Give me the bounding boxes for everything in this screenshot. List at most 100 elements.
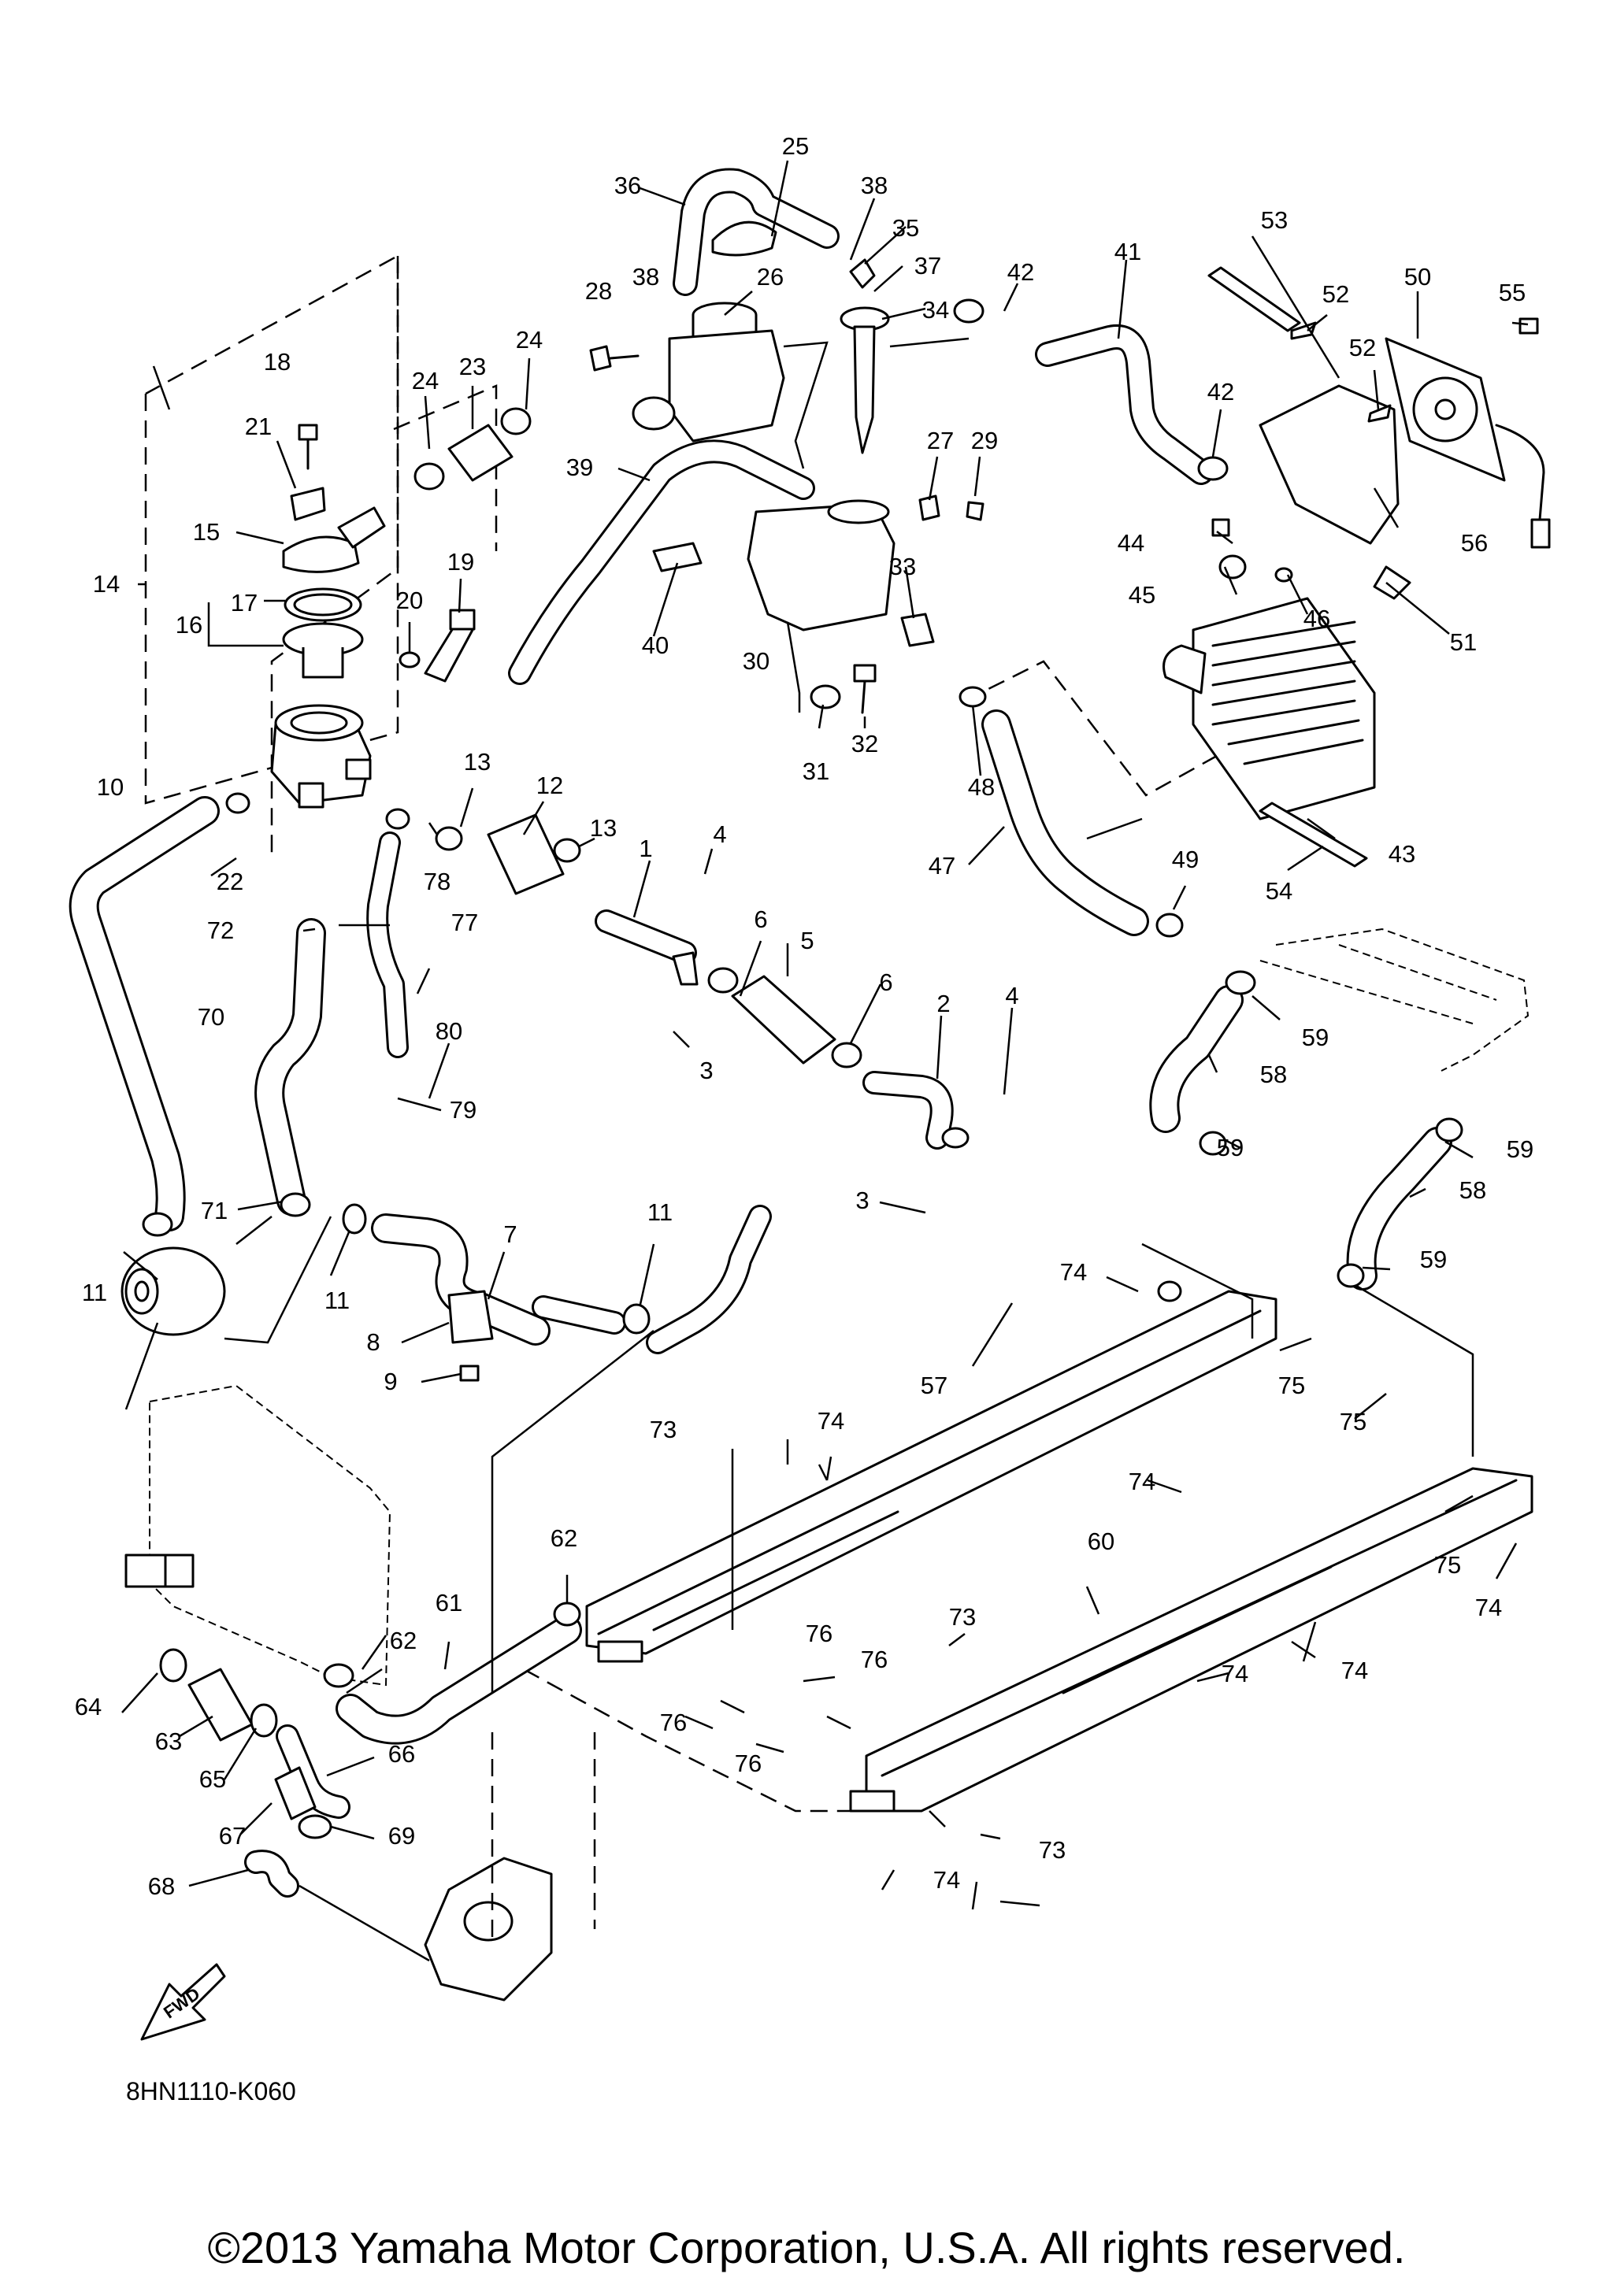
callout-11a: 11 bbox=[82, 1279, 107, 1306]
callout-28: 28 bbox=[585, 277, 612, 305]
callout-75a: 75 bbox=[1278, 1372, 1305, 1399]
bracket-21 bbox=[290, 487, 326, 521]
callout-5: 5 bbox=[800, 927, 814, 954]
callout-4b: 4 bbox=[1005, 982, 1018, 1009]
elbow-68 bbox=[244, 1850, 299, 1898]
callout-75c: 75 bbox=[1434, 1551, 1461, 1579]
clamp-69 bbox=[298, 1814, 332, 1839]
bracket-8 bbox=[447, 1290, 494, 1344]
bolt-28 bbox=[589, 345, 640, 372]
callout-16: 16 bbox=[176, 611, 202, 639]
callout-40: 40 bbox=[642, 631, 669, 659]
callout-27: 27 bbox=[927, 427, 954, 454]
callout-43: 43 bbox=[1389, 840, 1415, 868]
callout-71: 71 bbox=[201, 1197, 228, 1224]
callout-64: 64 bbox=[75, 1693, 102, 1720]
callout-18: 18 bbox=[264, 348, 291, 376]
hose-clamps bbox=[142, 298, 1463, 1688]
hose-5 bbox=[731, 975, 836, 1065]
grommet-31 bbox=[810, 684, 841, 709]
callout-70: 70 bbox=[198, 1003, 224, 1031]
callout-25: 25 bbox=[782, 132, 809, 160]
callout-8: 8 bbox=[366, 1328, 380, 1356]
callout-74f: 74 bbox=[1222, 1660, 1248, 1687]
fwd-arrow-icon: FWD bbox=[140, 1963, 226, 2041]
tunnel-phantom bbox=[1259, 928, 1530, 1072]
callout-77: 77 bbox=[451, 909, 478, 936]
callout-74a: 74 bbox=[1060, 1258, 1087, 1286]
hose-12 bbox=[487, 813, 565, 895]
callout-6b: 6 bbox=[879, 968, 892, 996]
callout-2: 2 bbox=[936, 990, 950, 1017]
fitting-34 bbox=[840, 306, 890, 454]
callout-59d: 59 bbox=[1420, 1246, 1447, 1273]
callout-76a: 76 bbox=[806, 1620, 832, 1647]
callout-60: 60 bbox=[1088, 1528, 1114, 1555]
washer-20 bbox=[399, 651, 421, 668]
callout-33: 33 bbox=[889, 553, 916, 580]
thermostat bbox=[282, 622, 364, 679]
fan-50 bbox=[1385, 337, 1551, 549]
callout-41: 41 bbox=[1114, 238, 1141, 265]
bolt-55 bbox=[1518, 317, 1539, 335]
hose-47 bbox=[981, 709, 1149, 936]
clip-40 bbox=[652, 542, 703, 572]
hose-77 bbox=[366, 831, 409, 1058]
reservoir-tank bbox=[632, 329, 785, 443]
hose-58-lower bbox=[1346, 1127, 1452, 1291]
callout-76d: 76 bbox=[735, 1750, 762, 1777]
thermostat-cover bbox=[282, 506, 386, 573]
callout-15: 15 bbox=[193, 518, 220, 546]
callout-14: 14 bbox=[93, 570, 120, 598]
radiator-43 bbox=[1162, 597, 1376, 820]
clip-29 bbox=[966, 501, 984, 521]
callout-22: 22 bbox=[217, 868, 243, 895]
elbow-66 bbox=[276, 1724, 350, 1819]
callout-68: 68 bbox=[148, 1872, 175, 1900]
callout-1: 1 bbox=[639, 835, 652, 862]
callout-4a: 4 bbox=[713, 820, 726, 848]
hose-right-of-11 bbox=[646, 1205, 772, 1354]
callout-80: 80 bbox=[436, 1017, 462, 1045]
callout-58a: 58 bbox=[1260, 1061, 1287, 1088]
callout-13b: 13 bbox=[590, 814, 617, 842]
callout-11b: 11 bbox=[324, 1287, 350, 1314]
callout-78: 78 bbox=[424, 868, 451, 895]
callout-29: 29 bbox=[971, 427, 998, 454]
callout-59b: 59 bbox=[1217, 1134, 1244, 1161]
hose-63 bbox=[187, 1668, 254, 1742]
callout-17: 17 bbox=[231, 589, 258, 617]
callout-55: 55 bbox=[1499, 279, 1526, 306]
callout-12: 12 bbox=[536, 772, 563, 799]
callout-59a: 59 bbox=[1302, 1024, 1329, 1051]
callout-31: 31 bbox=[803, 757, 829, 785]
callout-73c: 73 bbox=[1039, 1836, 1066, 1864]
callout-48: 48 bbox=[968, 773, 995, 801]
callout-11c: 11 bbox=[647, 1198, 673, 1226]
callout-50: 50 bbox=[1404, 263, 1431, 291]
engine-cover bbox=[424, 1857, 553, 2002]
callout-24a: 24 bbox=[412, 367, 439, 394]
callout-63: 63 bbox=[155, 1728, 182, 1755]
hose-36 bbox=[673, 168, 840, 296]
diagram-reference-code: 8HN1110-K060 bbox=[126, 2077, 296, 2105]
callout-21: 21 bbox=[245, 413, 272, 440]
callout-52b: 52 bbox=[1349, 334, 1376, 361]
callout-34: 34 bbox=[922, 296, 949, 324]
callout-73a: 73 bbox=[650, 1416, 677, 1443]
thermostat-gasket bbox=[284, 587, 362, 622]
callout-9: 9 bbox=[384, 1368, 397, 1395]
pad-51 bbox=[1373, 565, 1411, 600]
temperature-sensor-19 bbox=[424, 609, 476, 683]
callout-6a: 6 bbox=[754, 905, 767, 933]
callout-3a: 3 bbox=[699, 1057, 713, 1084]
callout-49: 49 bbox=[1172, 846, 1199, 873]
callout-10: 10 bbox=[97, 773, 124, 801]
hose-61 bbox=[336, 1615, 582, 1745]
callout-42a: 42 bbox=[1007, 258, 1034, 286]
radiator-cap-25 bbox=[711, 220, 777, 257]
pipe-2 bbox=[862, 1071, 954, 1150]
callout-69: 69 bbox=[388, 1822, 415, 1850]
callout-47: 47 bbox=[929, 852, 955, 880]
